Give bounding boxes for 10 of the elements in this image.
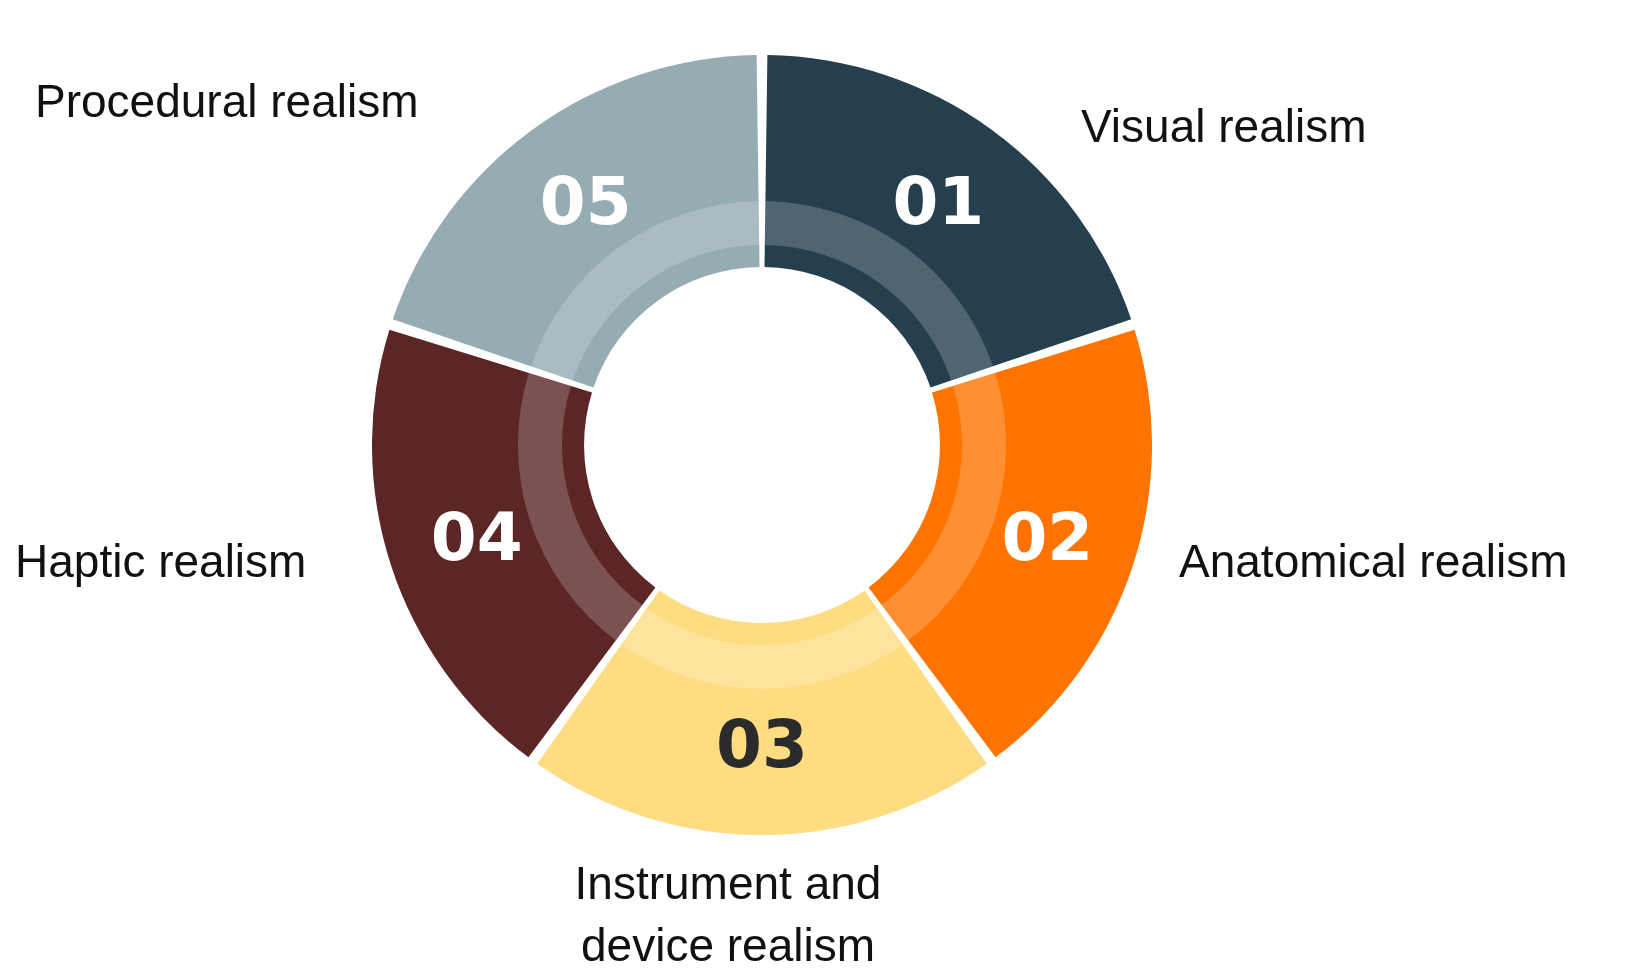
segment-label: Procedural realism [35,74,420,129]
step-number: 03 [716,712,808,778]
segment-label: Visual realism [1081,99,1368,154]
segment-label: Anatomical realism [1179,534,1569,589]
step-number: 05 [539,169,632,236]
segment-label: Instrument and device realism [573,856,883,969]
step-number: 04 [430,504,523,571]
segment-label: Haptic realism [15,534,308,589]
step-number: 01 [892,169,985,236]
step-number: 02 [1001,504,1094,571]
